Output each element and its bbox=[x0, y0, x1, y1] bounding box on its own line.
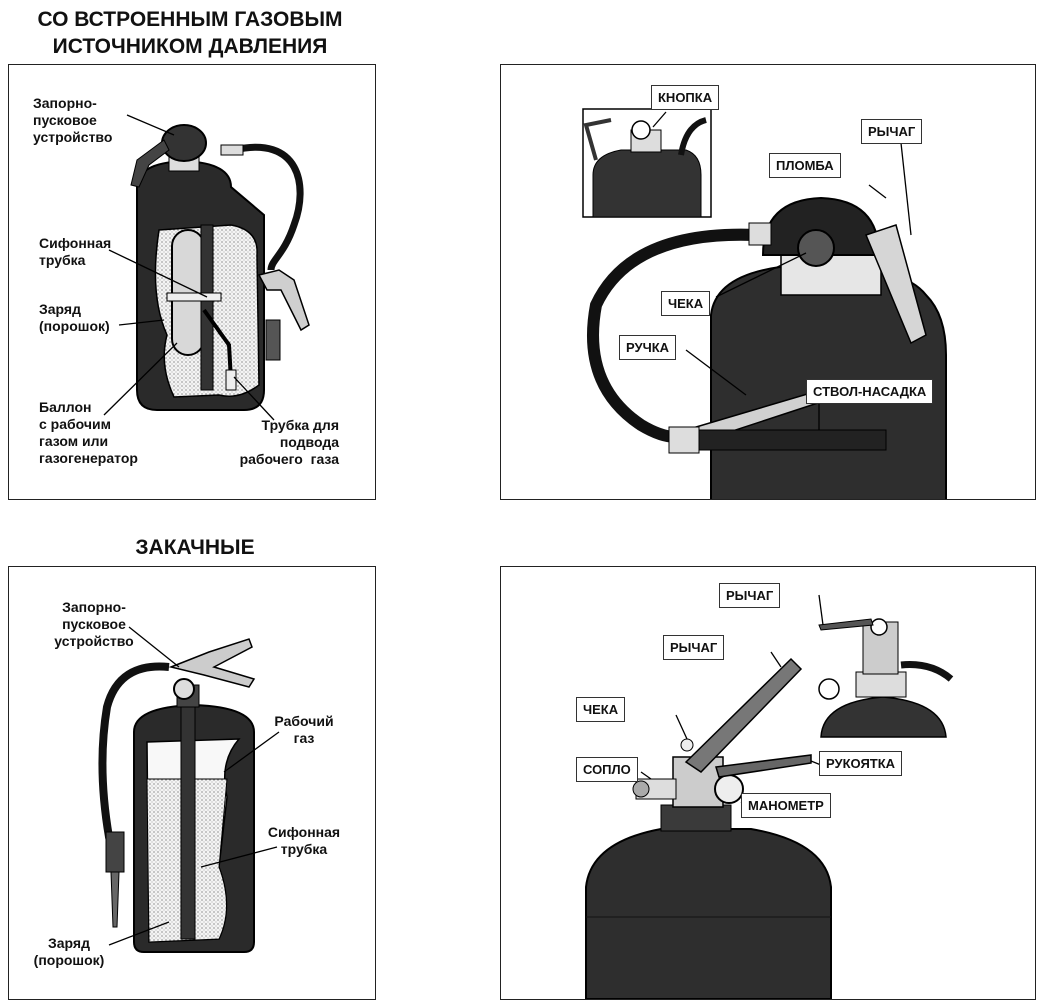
label-gas-supply-tube: Трубка для подвода рабочего газа bbox=[239, 417, 339, 467]
tag-pressure-gauge: МАНОМЕТР bbox=[741, 793, 831, 818]
label-working-gas: Рабочий газ bbox=[274, 713, 334, 746]
panel-gas-source-head: КНОПКА РЫЧАГ ПЛОМБА ЧЕКА РУЧКА СТВОЛ-НАС… bbox=[500, 64, 1036, 500]
tag-lever: РЫЧАГ bbox=[861, 119, 923, 144]
panel-stored-pressure-head: РЫЧАГ РЫЧАГ ЧЕКА СОПЛО РУКОЯТКА МАНОМЕТР bbox=[500, 566, 1036, 1000]
tag-handle-grip: РУКОЯТКА bbox=[819, 751, 903, 776]
stored-cutaway-illustration bbox=[98, 626, 280, 953]
head-illustration bbox=[582, 108, 947, 499]
tag-handle: РУЧКА bbox=[619, 335, 677, 360]
tag-button: КНОПКА bbox=[651, 85, 720, 110]
heading-gas-source: СО ВСТРОЕННЫМ ГАЗОВЫМ ИСТОЧНИКОМ ДАВЛЕНИ… bbox=[37, 8, 343, 58]
label-shutoff-device-2: Запорно- пусковое устройство bbox=[54, 599, 134, 649]
tag-nozzle-barrel: СТВОЛ-НАСАДКА bbox=[806, 379, 934, 404]
label-powder-charge-2: Заряд (порошок) bbox=[33, 935, 105, 968]
cutaway-illustration bbox=[103, 114, 310, 421]
tag-lever-top: РЫЧАГ bbox=[719, 583, 781, 608]
label-siphon-tube-2: Сифонная трубка bbox=[267, 824, 341, 857]
stored-head-illustration bbox=[585, 594, 954, 999]
label-siphon-tube: Сифонная трубка bbox=[39, 235, 112, 268]
label-powder-charge: Заряд (порошок) bbox=[39, 301, 110, 334]
tag-nozzle: СОПЛО bbox=[576, 757, 638, 782]
tag-lever: РЫЧАГ bbox=[663, 635, 725, 660]
label-gas-cylinder: Баллон с рабочим газом или газогенератор bbox=[39, 399, 138, 466]
tag-pin: ЧЕКА bbox=[661, 291, 711, 316]
tag-seal: ПЛОМБА bbox=[769, 153, 841, 178]
panel-gas-source-cutaway: Запорно- пусковое устройство Сифонная тр… bbox=[8, 64, 376, 500]
tag-pin: ЧЕКА bbox=[576, 697, 626, 722]
panel-stored-pressure-cutaway: Запорно- пусковое устройство Рабочий газ… bbox=[8, 566, 376, 1000]
label-shutoff-device: Запорно- пусковое устройство bbox=[33, 95, 113, 145]
heading-stored-pressure: ЗАКАЧНЫЕ bbox=[135, 536, 255, 559]
